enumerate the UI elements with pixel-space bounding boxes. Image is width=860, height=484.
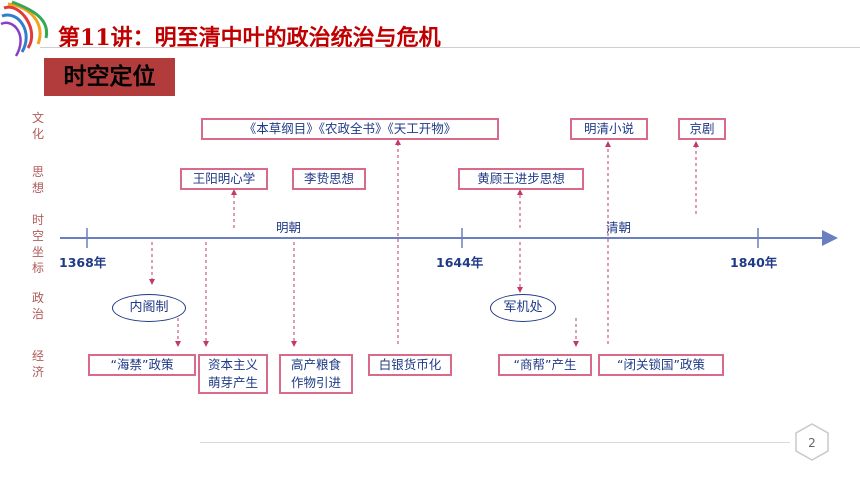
dynasty-label-qing: 清朝 [606,217,631,236]
year-label-1644: 1644年 [436,252,483,271]
year-label-1368: 1368年 [59,252,106,271]
economy-crops-line-1: 高产粮食 [283,356,349,374]
title-divider [40,47,860,48]
page-number: 2 [808,436,816,450]
economy-capitalism-line-2: 萌芽产生 [202,374,264,392]
economy-capitalism-line-1: 资本主义 [202,356,264,374]
section-badge: 时空定位 [44,58,175,96]
decorative-ribbon-logo [0,0,60,60]
politics-ellipse-grand-council: 军机处 [490,294,556,322]
economy-box-crops: 高产粮食 作物引进 [279,354,353,394]
economy-box-capitalism: 资本主义 萌芽产生 [198,354,268,394]
timeline-panel: 文化 思想 时空坐标 政治 经济 [18,104,840,403]
culture-box-novels: 明清小说 [570,118,648,140]
economy-box-sea-ban: “海禁”政策 [88,354,196,376]
economy-crops-line-2: 作物引进 [283,374,349,392]
politics-ellipse-cabinet: 内阁制 [112,294,186,322]
footer-divider [200,442,790,443]
dynasty-label-ming: 明朝 [276,217,301,236]
thought-box-wang-yangming: 王阳明心学 [180,168,268,190]
page-number-badge: 2 [792,422,832,462]
economy-box-silver: 白银货币化 [368,354,452,376]
culture-box-books: 《本草纲目》《农政全书》《天工开物》 [201,118,499,140]
culture-box-peking-opera: 京剧 [678,118,726,140]
thought-box-progressive: 黄顾王进步思想 [458,168,584,190]
thought-box-li-zhi: 李贽思想 [292,168,366,190]
economy-box-closed-door: “闭关锁国”政策 [598,354,724,376]
year-label-1840: 1840年 [730,252,777,271]
economy-box-merchant-groups: “商帮”产生 [498,354,592,376]
